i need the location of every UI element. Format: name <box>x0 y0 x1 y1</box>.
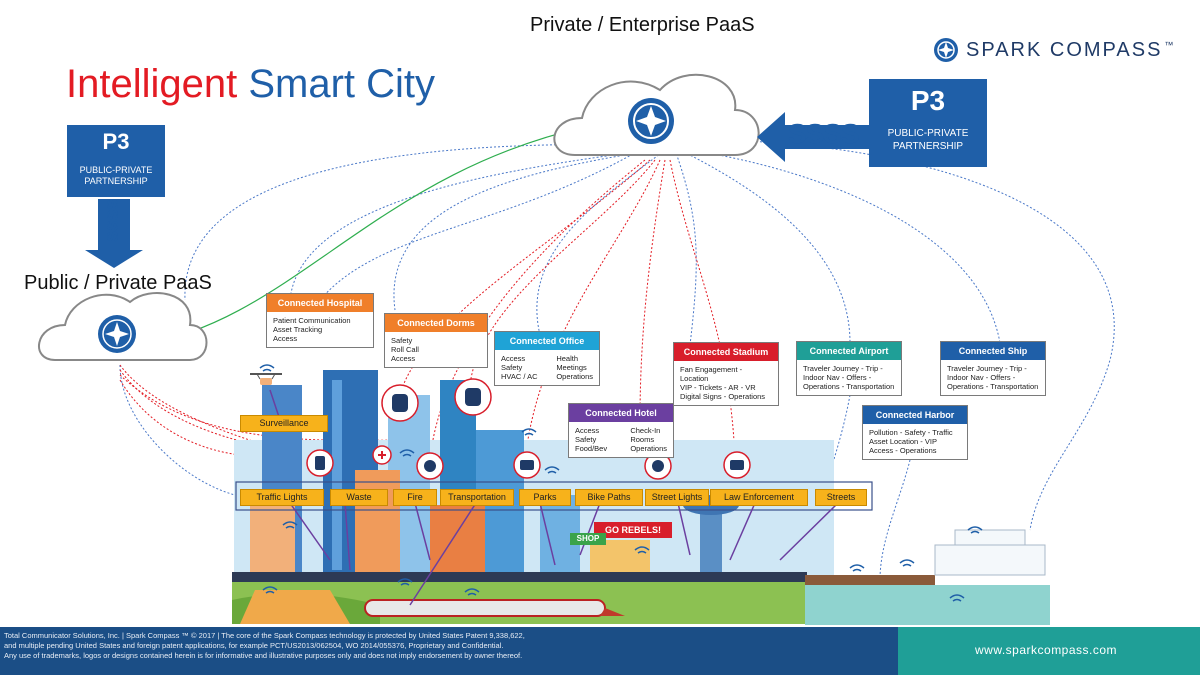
connected-office-item: Meetings <box>556 363 587 372</box>
connected-harbor-box: Connected Harbor Pollution - Safety - Tr… <box>862 405 968 460</box>
pointer-lines <box>269 389 839 606</box>
connected-dorms-title: Connected Dorms <box>385 314 487 332</box>
connected-office-item: Safety <box>501 363 523 372</box>
p3-left-line2: PARTNERSHIP <box>84 176 148 186</box>
connected-hotel-item: Rooms <box>630 435 655 444</box>
connected-ship-item: Traveler Journey - Trip - <box>947 364 1027 373</box>
private-enterprise-paas-label: Private / Enterprise PaaS <box>530 14 755 36</box>
connected-stadium-title: Connected Stadium <box>674 343 778 361</box>
shop-sign: SHOP <box>570 533 606 545</box>
connected-airport-item: Indoor Nav - Offers - <box>803 373 872 382</box>
p3-right-heading: P3 <box>910 85 946 116</box>
connected-stadium-item: VIP - Tickets - AR - VR <box>680 383 756 392</box>
connected-harbor-item: Access - Operations <box>869 446 937 455</box>
connected-dorms-item: Roll Call <box>391 345 419 354</box>
connected-ship-item: Operations - Transportation <box>947 382 1039 391</box>
connected-ship-box: Connected Ship Traveler Journey - Trip -… <box>940 341 1046 396</box>
connected-airport-item: Traveler Journey - Trip - <box>803 364 883 373</box>
footer-legal-text: Total Communicator Solutions, Inc. | Spa… <box>4 631 884 661</box>
connected-airport-title: Connected Airport <box>797 342 901 360</box>
p3-left-heading: P3 <box>102 129 130 154</box>
connected-hotel-box: Connected Hotel Access Safety Food/Bev C… <box>568 403 674 458</box>
services-bar-frame <box>235 481 873 511</box>
p3-right-line2: PARTNERSHIP <box>892 141 964 152</box>
service-law-enforcement: Law Enforcement <box>710 489 808 506</box>
arrow-p3-left-down <box>85 199 143 268</box>
go-rebels-sign: GO REBELS! <box>594 522 672 538</box>
public-private-paas-label: Public / Private PaaS <box>24 272 212 294</box>
wifi-icons <box>259 364 983 602</box>
connected-stadium-item: Fan Engagement - Location <box>680 365 743 383</box>
service-parks: Parks <box>519 489 571 506</box>
service-bike-paths: Bike Paths <box>575 489 643 506</box>
connected-office-box: Connected Office Access Safety HVAC / AC… <box>494 331 600 386</box>
service-surveillance: Surveillance <box>240 415 328 432</box>
green-link-line <box>139 119 621 346</box>
connected-airport-item: Operations - Transportation <box>803 382 895 391</box>
connected-hospital-item: Asset Tracking <box>273 325 323 334</box>
ssss-right-label: SSSS <box>788 118 860 149</box>
connected-ship-title: Connected Ship <box>941 342 1045 360</box>
brand-logo: SPARK COMPASS ™ <box>934 38 1173 62</box>
brand-name: SPARK COMPASS <box>966 38 1163 61</box>
connected-hospital-title: Connected Hospital <box>267 294 373 312</box>
footer-legal-line: Any use of trademarks, logos or designs … <box>4 651 523 660</box>
connected-dorms-box: Connected Dorms Safety Roll Call Access <box>384 313 488 368</box>
connected-hotel-item: Operations <box>630 444 667 453</box>
footer-legal-line: Total Communicator Solutions, Inc. | Spa… <box>4 631 525 640</box>
connected-office-item: Operations <box>556 372 593 381</box>
connected-hotel-item: Food/Bev <box>575 444 608 453</box>
connected-dorms-item: Access <box>391 354 416 363</box>
p3-left-box: P3 PUBLIC-PRIVATE PARTNERSHIP <box>67 125 165 197</box>
arrow-p3-right-to-cloud <box>757 112 870 162</box>
footer-url-panel <box>898 627 1200 675</box>
connected-hotel-item: Safety <box>575 435 597 444</box>
public-paas-cloud <box>38 292 208 361</box>
p3-right-line1: PUBLIC-PRIVATE <box>887 128 969 139</box>
private-paas-cloud <box>553 73 760 156</box>
footer-legal-line: and multiple pending United States and f… <box>4 641 504 650</box>
service-streets: Streets <box>815 489 867 506</box>
connected-office-item: HVAC / AC <box>501 372 538 381</box>
p3-right-box: P3 PUBLIC-PRIVATE PARTNERSHIP <box>869 79 987 167</box>
page-title: Intelligent Smart City <box>66 62 435 107</box>
drone-icon <box>250 373 282 385</box>
connected-office-title: Connected Office <box>495 332 599 350</box>
brand-trademark: ™ <box>1164 40 1174 50</box>
title-part-smart-city: Smart City <box>248 62 436 106</box>
connected-stadium-item: Digital Signs - Operations <box>680 392 766 401</box>
service-traffic-lights: Traffic Lights <box>240 489 324 506</box>
connected-hospital-box: Connected Hospital Patient Communication… <box>266 293 374 348</box>
connected-stadium-box: Connected Stadium Fan Engagement - Locat… <box>673 342 779 406</box>
connected-hotel-item: Check-In <box>630 426 661 435</box>
service-transportation: Transportation <box>440 489 514 506</box>
connected-office-item: Access <box>501 354 526 363</box>
service-street-lights: Street Lights <box>645 489 709 506</box>
compass-icon <box>934 38 958 62</box>
connected-hospital-item: Access <box>273 334 298 343</box>
connected-hospital-item: Patient Communication <box>273 316 351 325</box>
connected-harbor-item: Pollution - Safety - Traffic <box>869 428 953 437</box>
connected-hotel-item: Access <box>575 426 600 435</box>
ssss-down-label: SSSS <box>105 199 122 242</box>
connected-office-item: Health <box>556 354 578 363</box>
connected-hotel-title: Connected Hotel <box>569 404 673 422</box>
connected-ship-item: Indoor Nav - Offers - <box>947 373 1016 382</box>
connected-airport-box: Connected Airport Traveler Journey - Tri… <box>796 341 902 396</box>
p3-left-line1: PUBLIC-PRIVATE <box>79 165 153 175</box>
service-fire: Fire <box>393 489 437 506</box>
service-waste: Waste <box>330 489 388 506</box>
device-glyphs <box>315 388 744 472</box>
connected-harbor-item: Asset Location - VIP <box>869 437 937 446</box>
title-part-intelligent: Intelligent <box>66 62 238 106</box>
connected-dorms-item: Safety <box>391 336 413 345</box>
footer-website-link[interactable]: www.sparkcompass.com <box>975 643 1118 657</box>
connected-harbor-title: Connected Harbor <box>863 406 967 424</box>
